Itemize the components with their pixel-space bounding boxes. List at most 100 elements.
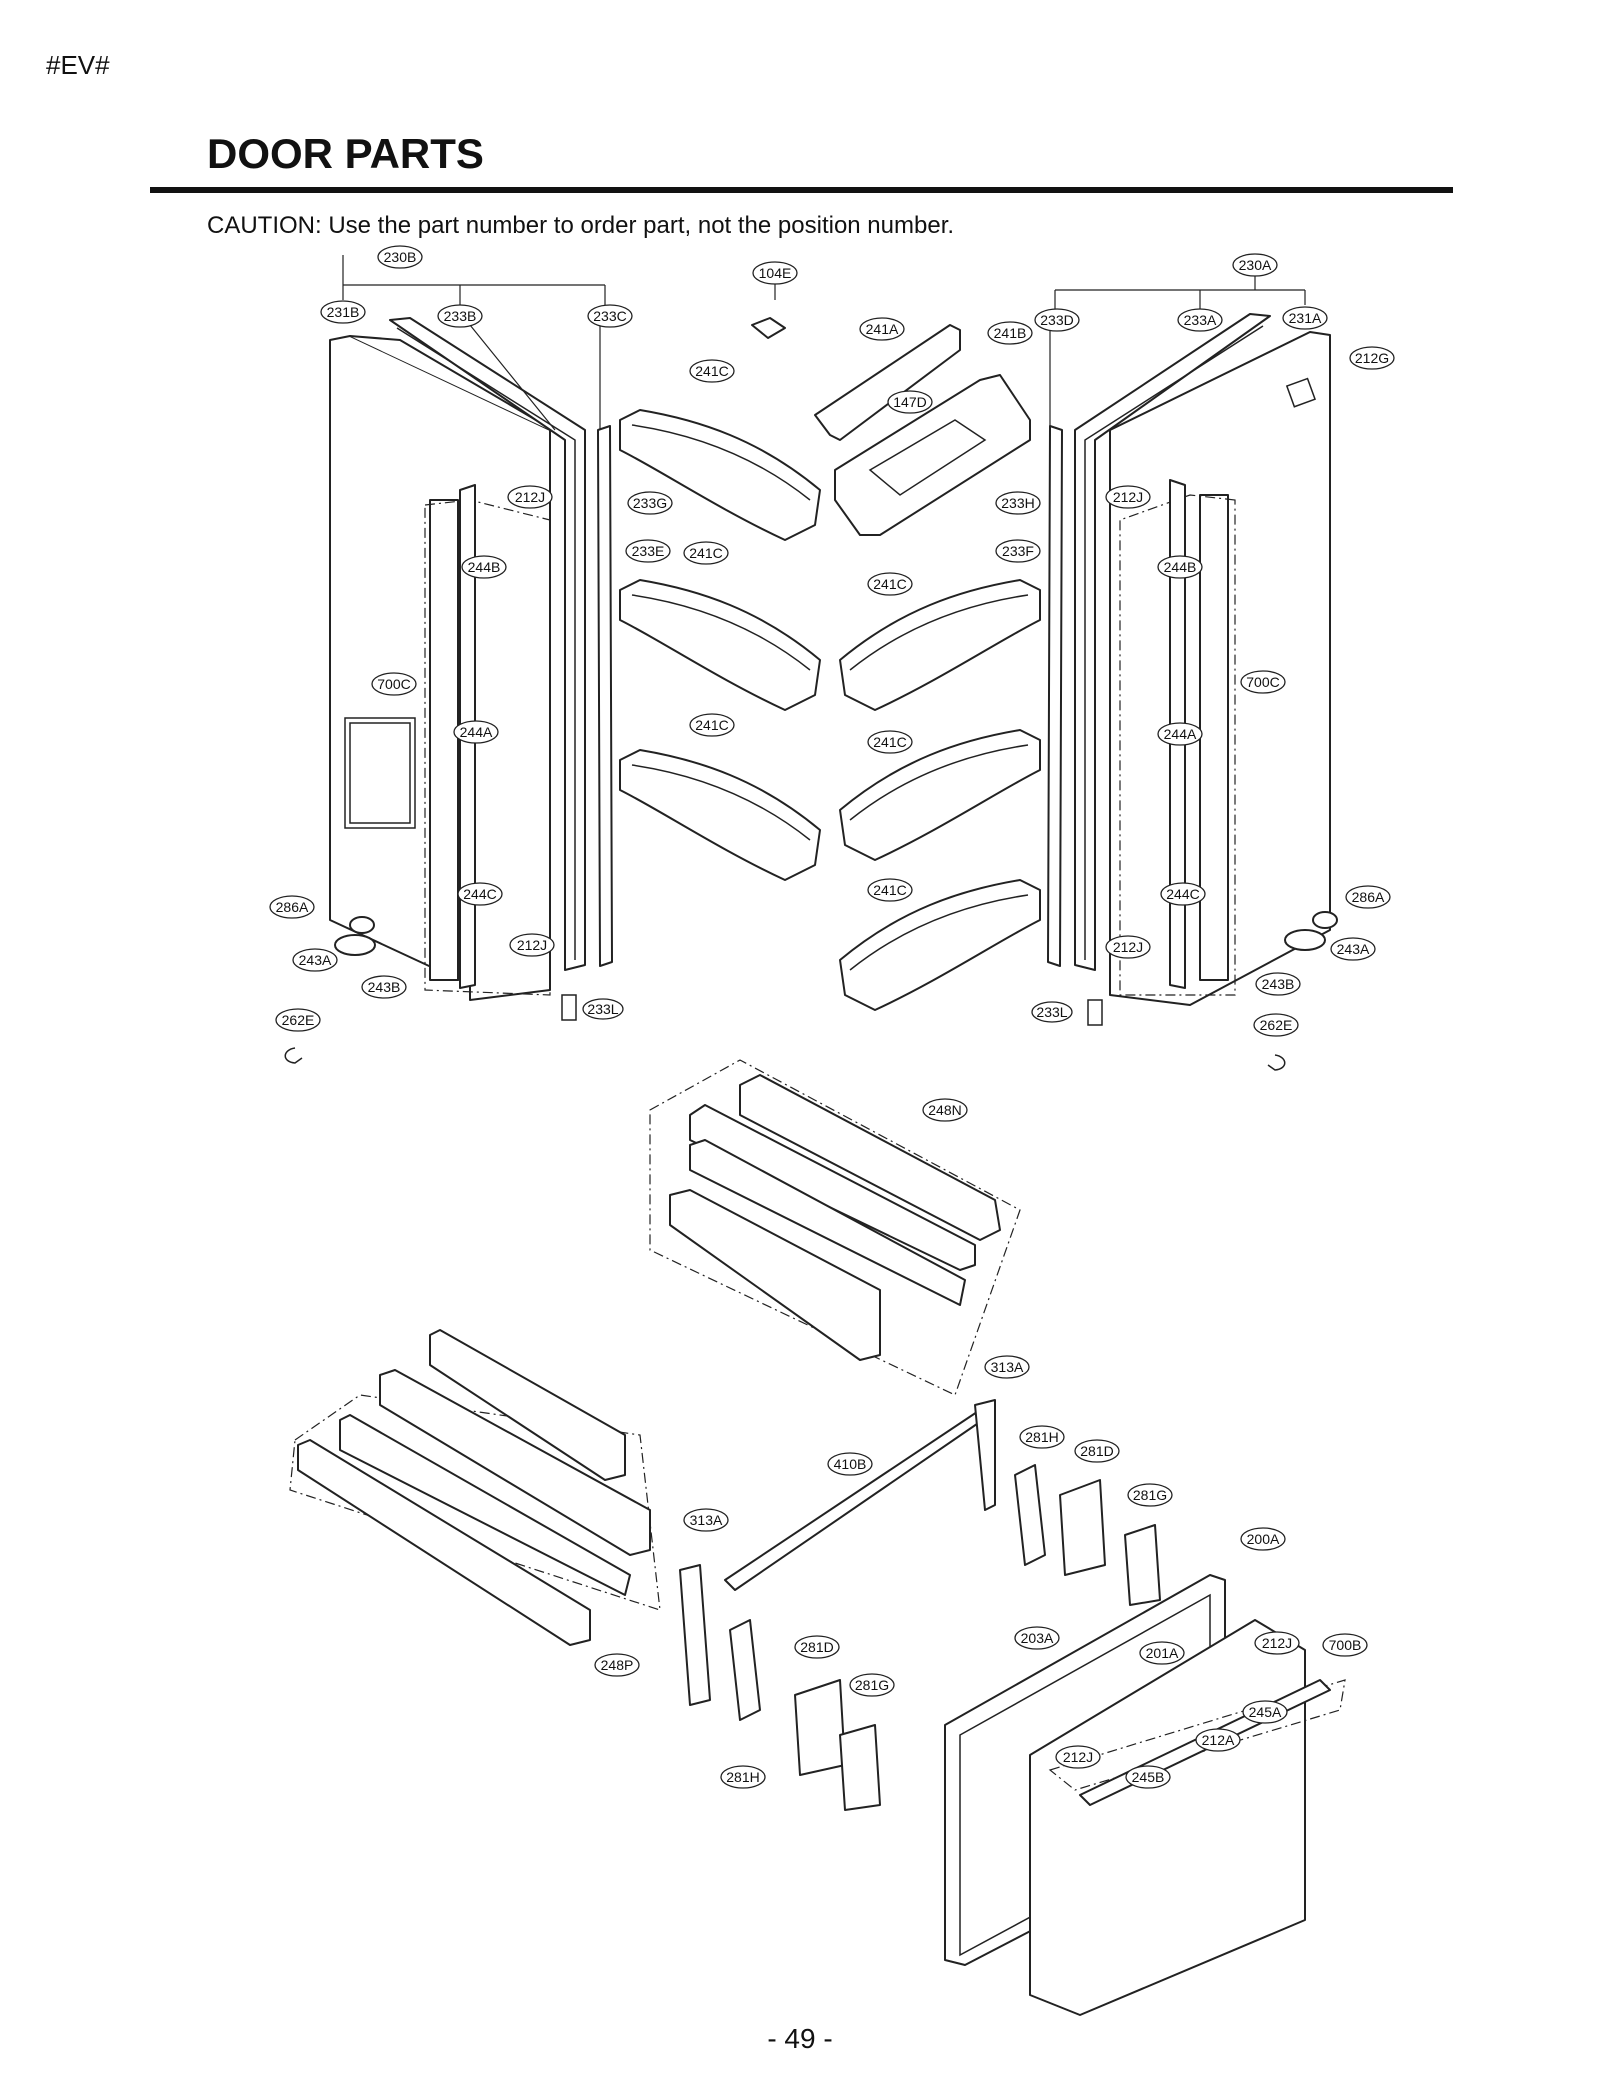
svg-text:212J: 212J <box>1063 1749 1093 1765</box>
callout-212J-right-top: 212J <box>1105 485 1151 509</box>
callout-147D: 147D <box>887 390 933 414</box>
callout-700C-right: 700C <box>1240 670 1286 694</box>
callout-201A: 201A <box>1139 1641 1185 1665</box>
callout-262E-left: 262E <box>275 1008 321 1032</box>
svg-text:233B: 233B <box>444 308 477 324</box>
svg-text:231B: 231B <box>327 304 360 320</box>
callout-212J-drawer-top: 212J <box>1254 1631 1300 1655</box>
callout-241C-top: 241C <box>689 359 735 383</box>
callout-313A-upper: 313A <box>984 1355 1030 1379</box>
callout-245A: 245A <box>1242 1700 1288 1724</box>
svg-text:230A: 230A <box>1239 257 1272 273</box>
svg-text:233G: 233G <box>633 495 667 511</box>
callout-212J-left-bottom: 212J <box>509 933 555 957</box>
svg-text:241C: 241C <box>873 734 906 750</box>
svg-text:241C: 241C <box>873 576 906 592</box>
callout-243B-right: 243B <box>1255 972 1301 996</box>
callout-233B: 233B <box>437 304 483 328</box>
callout-286A-left: 286A <box>269 895 315 919</box>
callout-244C-left: 244C <box>457 882 503 906</box>
svg-text:410B: 410B <box>834 1456 867 1472</box>
callout-243A-left: 243A <box>292 948 338 972</box>
callout-243B-left: 243B <box>361 975 407 999</box>
callout-231B: 231B <box>320 300 366 324</box>
callout-212J-right-bottom: 212J <box>1105 935 1151 959</box>
svg-text:201A: 201A <box>1146 1645 1179 1661</box>
svg-text:700C: 700C <box>1246 674 1279 690</box>
svg-text:230B: 230B <box>384 249 417 265</box>
svg-text:281G: 281G <box>855 1677 889 1693</box>
callout-241C-right-2: 241C <box>867 730 913 754</box>
svg-text:233L: 233L <box>587 1001 618 1017</box>
callout-241C-right-1: 241C <box>867 572 913 596</box>
callout-233G: 233G <box>627 491 673 515</box>
callout-212J-left-top: 212J <box>507 485 553 509</box>
svg-text:244A: 244A <box>460 724 493 740</box>
callout-212G: 212G <box>1349 346 1395 370</box>
right-door-assembly <box>1047 313 1338 1071</box>
svg-text:286A: 286A <box>276 899 309 915</box>
svg-text:233H: 233H <box>1001 495 1034 511</box>
callout-231A: 231A <box>1282 306 1328 330</box>
header-tag: #EV# <box>46 50 110 80</box>
title-rule <box>150 187 1453 193</box>
svg-text:200A: 200A <box>1247 1531 1280 1547</box>
svg-text:281H: 281H <box>726 1769 759 1785</box>
callout-248P: 248P <box>594 1653 640 1677</box>
svg-text:241C: 241C <box>689 545 722 561</box>
svg-text:281G: 281G <box>1133 1487 1167 1503</box>
svg-text:243B: 243B <box>1262 976 1295 992</box>
svg-text:243A: 243A <box>299 952 332 968</box>
callout-241A: 241A <box>859 317 905 341</box>
callout-212J-drawer-bottom: 212J <box>1055 1745 1101 1769</box>
left-door-assembly <box>284 317 613 1064</box>
svg-text:244C: 244C <box>1166 886 1199 902</box>
callout-262E-right: 262E <box>1253 1013 1299 1037</box>
callout-212A: 212A <box>1195 1728 1241 1752</box>
callout-244B-right: 244B <box>1157 555 1203 579</box>
callout-243A-right: 243A <box>1330 937 1376 961</box>
svg-text:244B: 244B <box>468 559 501 575</box>
svg-text:203A: 203A <box>1021 1630 1054 1646</box>
callout-281D-upper: 281D <box>1074 1439 1120 1463</box>
callout-286A-right: 286A <box>1345 885 1391 909</box>
svg-text:233A: 233A <box>1184 312 1217 328</box>
svg-text:233F: 233F <box>1002 543 1034 559</box>
callout-230A: 230A <box>1232 253 1278 277</box>
svg-text:281D: 281D <box>800 1639 833 1655</box>
callout-281H-lower: 281H <box>720 1765 766 1789</box>
door-bins <box>619 317 1041 1011</box>
svg-text:245B: 245B <box>1132 1769 1165 1785</box>
svg-text:248P: 248P <box>601 1657 634 1673</box>
svg-text:262E: 262E <box>1260 1017 1293 1033</box>
callout-233F: 233F <box>995 539 1041 563</box>
svg-text:212J: 212J <box>1113 489 1143 505</box>
svg-text:700B: 700B <box>1329 1637 1362 1653</box>
svg-text:245A: 245A <box>1249 1704 1282 1720</box>
svg-text:212G: 212G <box>1355 350 1389 366</box>
bracket-group-248P <box>289 1329 661 1646</box>
frame-410B <box>679 1399 996 1706</box>
callout-230B: 230B <box>377 245 423 269</box>
svg-text:241C: 241C <box>695 363 728 379</box>
callout-203A: 203A <box>1014 1626 1060 1650</box>
svg-text:212J: 212J <box>515 489 545 505</box>
leader-lines <box>342 255 1306 440</box>
callout-245B: 245B <box>1125 1765 1171 1789</box>
callout-281G-lower: 281G <box>849 1673 895 1697</box>
svg-text:243A: 243A <box>1337 941 1370 957</box>
callout-200A: 200A <box>1240 1527 1286 1551</box>
svg-text:244C: 244C <box>463 886 496 902</box>
callout-313A-lower: 313A <box>683 1508 729 1532</box>
callout-244A-right: 244A <box>1157 722 1203 746</box>
svg-text:233C: 233C <box>593 308 626 324</box>
svg-text:212J: 212J <box>517 937 547 953</box>
svg-text:313A: 313A <box>991 1359 1024 1375</box>
callout-700B: 700B <box>1322 1633 1368 1657</box>
callout-281H-upper: 281H <box>1019 1425 1065 1449</box>
callout-410B: 410B <box>827 1452 873 1476</box>
svg-text:244B: 244B <box>1164 559 1197 575</box>
callout-233L-left: 233L <box>582 998 624 1020</box>
svg-text:212A: 212A <box>1202 1732 1235 1748</box>
